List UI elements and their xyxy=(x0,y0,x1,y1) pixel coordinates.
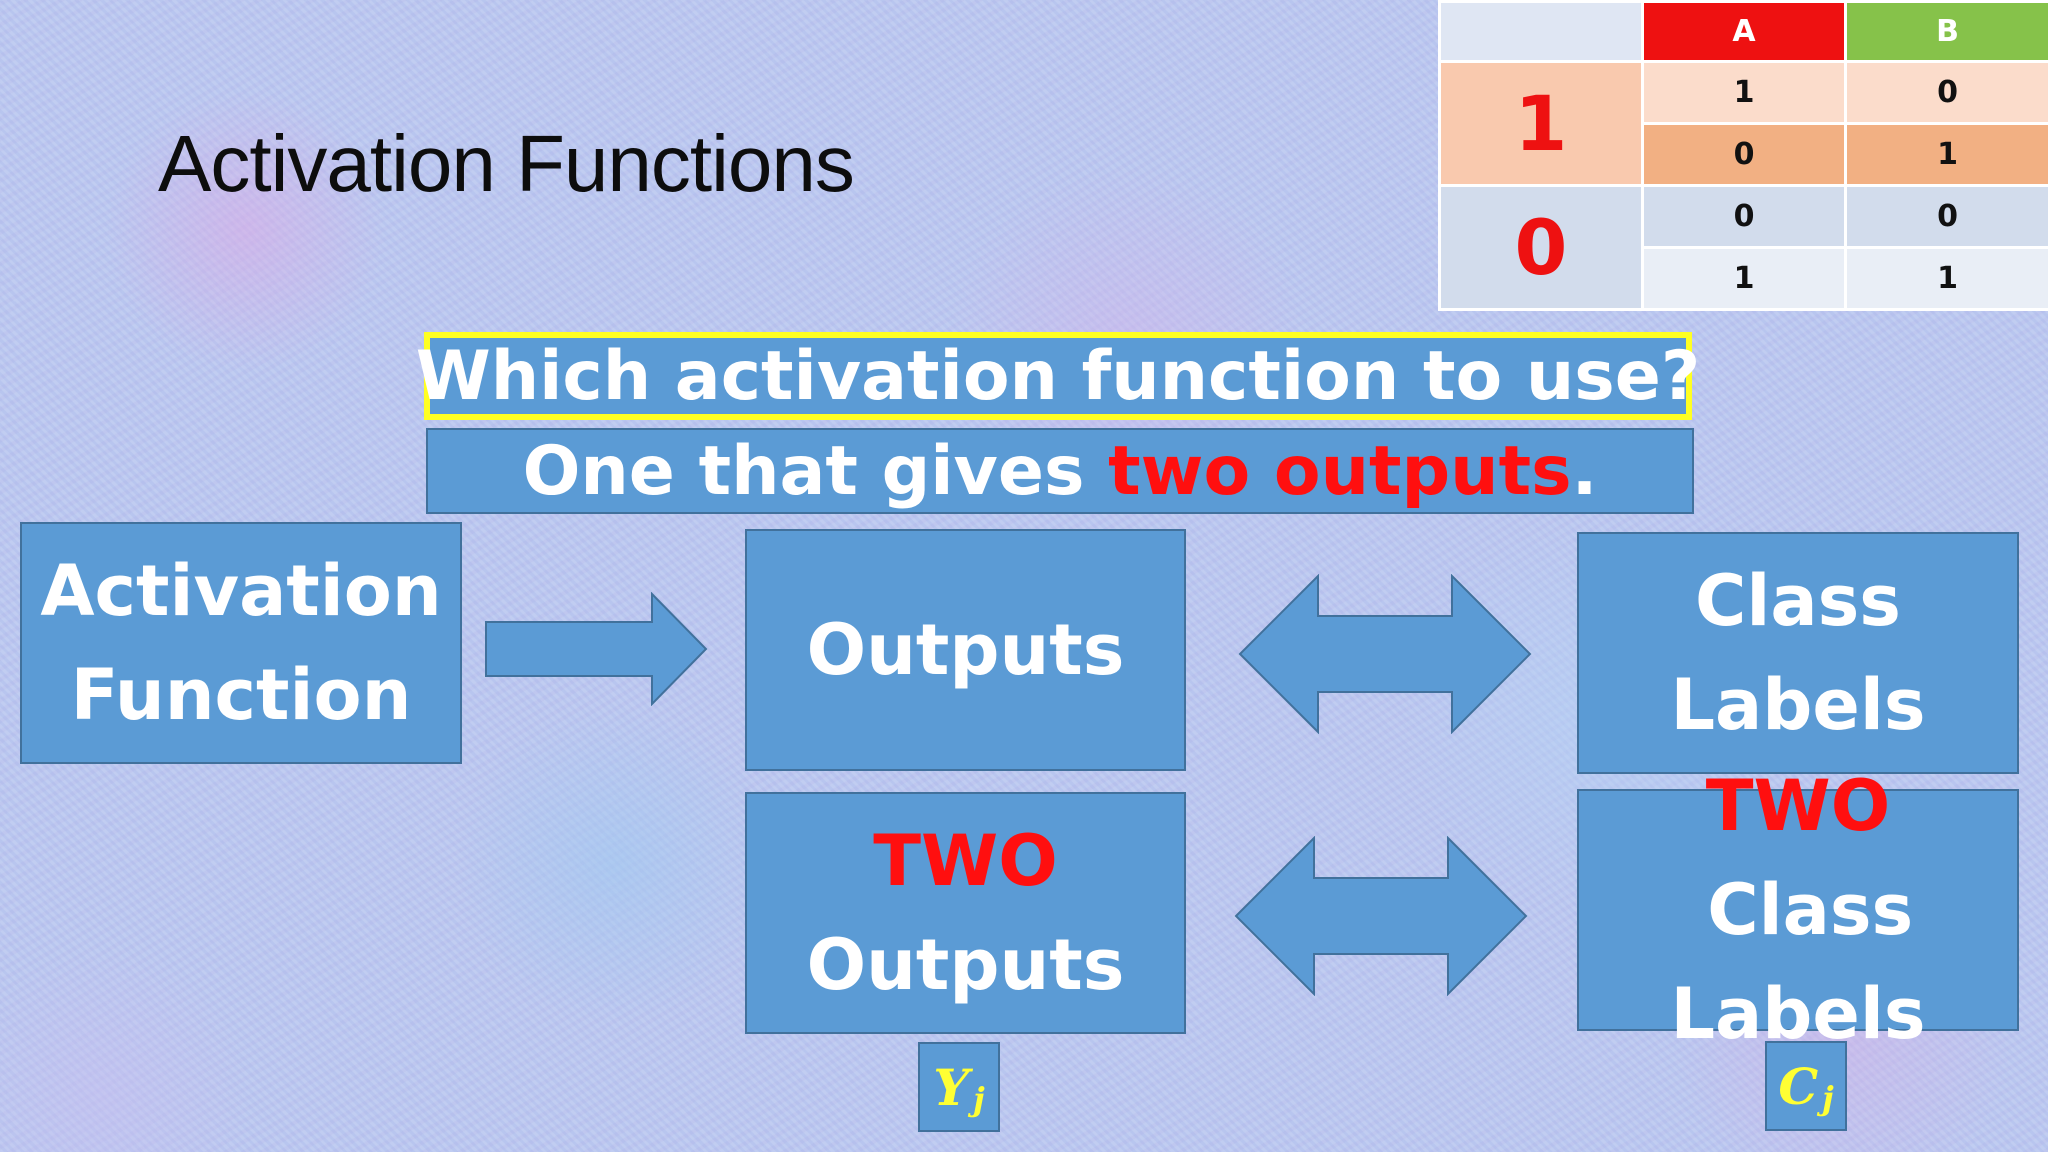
activation-function-line2: Function xyxy=(70,654,412,736)
c-symbol-sub: j xyxy=(1822,1079,1834,1117)
table-cell: 0 xyxy=(1641,184,1847,249)
y-symbol-sub: j xyxy=(973,1080,985,1118)
table-cell: 0 xyxy=(1844,184,2048,249)
y-symbol-base: Y xyxy=(933,1057,970,1117)
table-cell: 0 xyxy=(1844,60,2048,125)
two-class-labels-rest: Class xyxy=(1682,869,1914,951)
truth-table: A B 1 1 0 0 1 0 0 0 1 1 xyxy=(1438,0,2048,311)
table-corner-cell xyxy=(1438,0,1644,63)
answer-box: One that gives two outputs. xyxy=(426,428,1694,514)
table-header-a: A xyxy=(1641,0,1847,63)
class-labels-line1: Class xyxy=(1695,560,1901,642)
activation-function-box: Activation Function xyxy=(20,522,462,764)
outputs-box: Outputs xyxy=(745,529,1186,771)
two-class-labels-line1: TWO Class xyxy=(1683,754,1913,962)
table-header-b: B xyxy=(1844,0,2048,63)
two-outputs-box: TWO Outputs xyxy=(745,792,1186,1034)
slide-title: Activation Functions xyxy=(158,119,855,208)
table-cell: 1 xyxy=(1844,122,2048,187)
double-arrow-icon xyxy=(1234,836,1528,996)
table-row-label-0: 0 xyxy=(1438,184,1644,311)
table-cell: 1 xyxy=(1844,246,2048,311)
outputs-label: Outputs xyxy=(806,609,1125,691)
answer-suffix: . xyxy=(1571,431,1598,511)
two-outputs-line2: Outputs xyxy=(806,924,1125,1006)
two-class-labels-box: TWO Class Labels xyxy=(1577,765,2019,1055)
table-cell: 1 xyxy=(1641,60,1847,125)
right-arrow-icon xyxy=(485,592,708,706)
double-arrow-icon xyxy=(1238,574,1532,734)
activation-function-line1: Activation xyxy=(40,550,442,632)
question-box: Which activation function to use? xyxy=(416,332,1700,420)
c-symbol-base: C xyxy=(1778,1056,1819,1116)
two-outputs-highlight: TWO xyxy=(873,820,1058,902)
table-cell: 1 xyxy=(1641,246,1847,311)
class-labels-line2: Labels xyxy=(1670,664,1926,746)
class-labels-box: Class Labels xyxy=(1577,532,2019,774)
answer-highlight: two outputs xyxy=(1108,431,1572,511)
table-cell: 0 xyxy=(1641,122,1847,187)
table-row-label-1: 1 xyxy=(1438,60,1644,187)
two-class-labels-highlight: TWO xyxy=(1705,765,1891,847)
answer-prefix: One that gives xyxy=(522,431,1109,511)
